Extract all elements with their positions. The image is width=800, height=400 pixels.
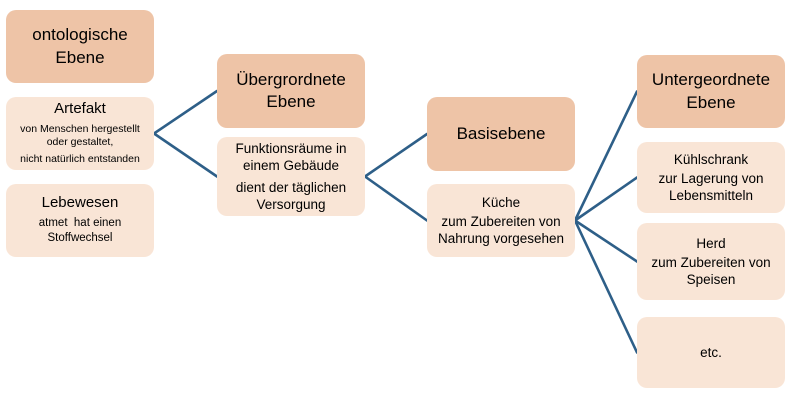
- node-subtext: zur Lagerung von Lebensmitteln: [658, 170, 768, 204]
- node-ontologische-ebene: ontologische Ebene: [6, 10, 154, 83]
- node-subtext: zum Zubereiten von Speisen: [651, 254, 775, 288]
- node-basisebene: Basisebene: [427, 97, 575, 171]
- node-title: Basisebene: [456, 123, 546, 143]
- node-subtext: nicht natürlich entstanden: [20, 152, 140, 165]
- node-title: etc.: [700, 344, 722, 360]
- connector-line: [573, 176, 639, 222]
- node-uebergrordnete-ebene: Übergrordnete Ebene: [217, 54, 365, 128]
- node-etc: etc.: [637, 317, 785, 388]
- node-subtext: von Menschen hergestellt oder gestaltet,: [20, 122, 143, 148]
- node-title: Übergrordnete Ebene: [236, 69, 346, 111]
- connector-line: [152, 132, 219, 178]
- node-untergeordnete-ebene: Untergeordnete Ebene: [637, 55, 785, 128]
- node-funktionsraeume: Funktionsräume in einem Gebäude dient de…: [217, 137, 365, 216]
- node-kuehlschrank: Kühlschrank zur Lagerung von Lebensmitte…: [637, 142, 785, 213]
- node-title: ontologische Ebene: [32, 25, 128, 67]
- node-title: Kühlschrank: [673, 151, 749, 167]
- node-title: Lebewesen: [41, 193, 119, 211]
- node-lebewesen: Lebewesen atmet hat einen Stoffwechsel: [6, 184, 154, 257]
- node-subtext: dient der täglichen Versorgung: [235, 179, 350, 212]
- connector-line: [363, 175, 429, 222]
- node-subtext: Funktionsräume in einem Gebäude: [235, 140, 351, 174]
- connector-line: [573, 219, 639, 263]
- connector-line: [152, 89, 219, 135]
- node-artefakt: Artefakt von Menschen hergestellt oder g…: [6, 97, 154, 170]
- node-herd: Herd zum Zubereiten von Speisen: [637, 223, 785, 300]
- node-title: Herd: [696, 235, 726, 251]
- node-subtext: zum Zubereiten von Nahrung vorgesehen: [437, 213, 565, 247]
- node-title: Küche: [481, 194, 521, 210]
- connector-line: [363, 132, 429, 178]
- connector-line: [573, 219, 639, 354]
- node-kueche: Küche zum Zubereiten von Nahrung vorgese…: [427, 184, 575, 257]
- node-subtext: atmet hat einen Stoffwechsel: [38, 217, 125, 245]
- node-title: Untergeordnete Ebene: [651, 70, 771, 112]
- connector-line: [573, 90, 639, 222]
- node-title: Artefakt: [54, 100, 106, 118]
